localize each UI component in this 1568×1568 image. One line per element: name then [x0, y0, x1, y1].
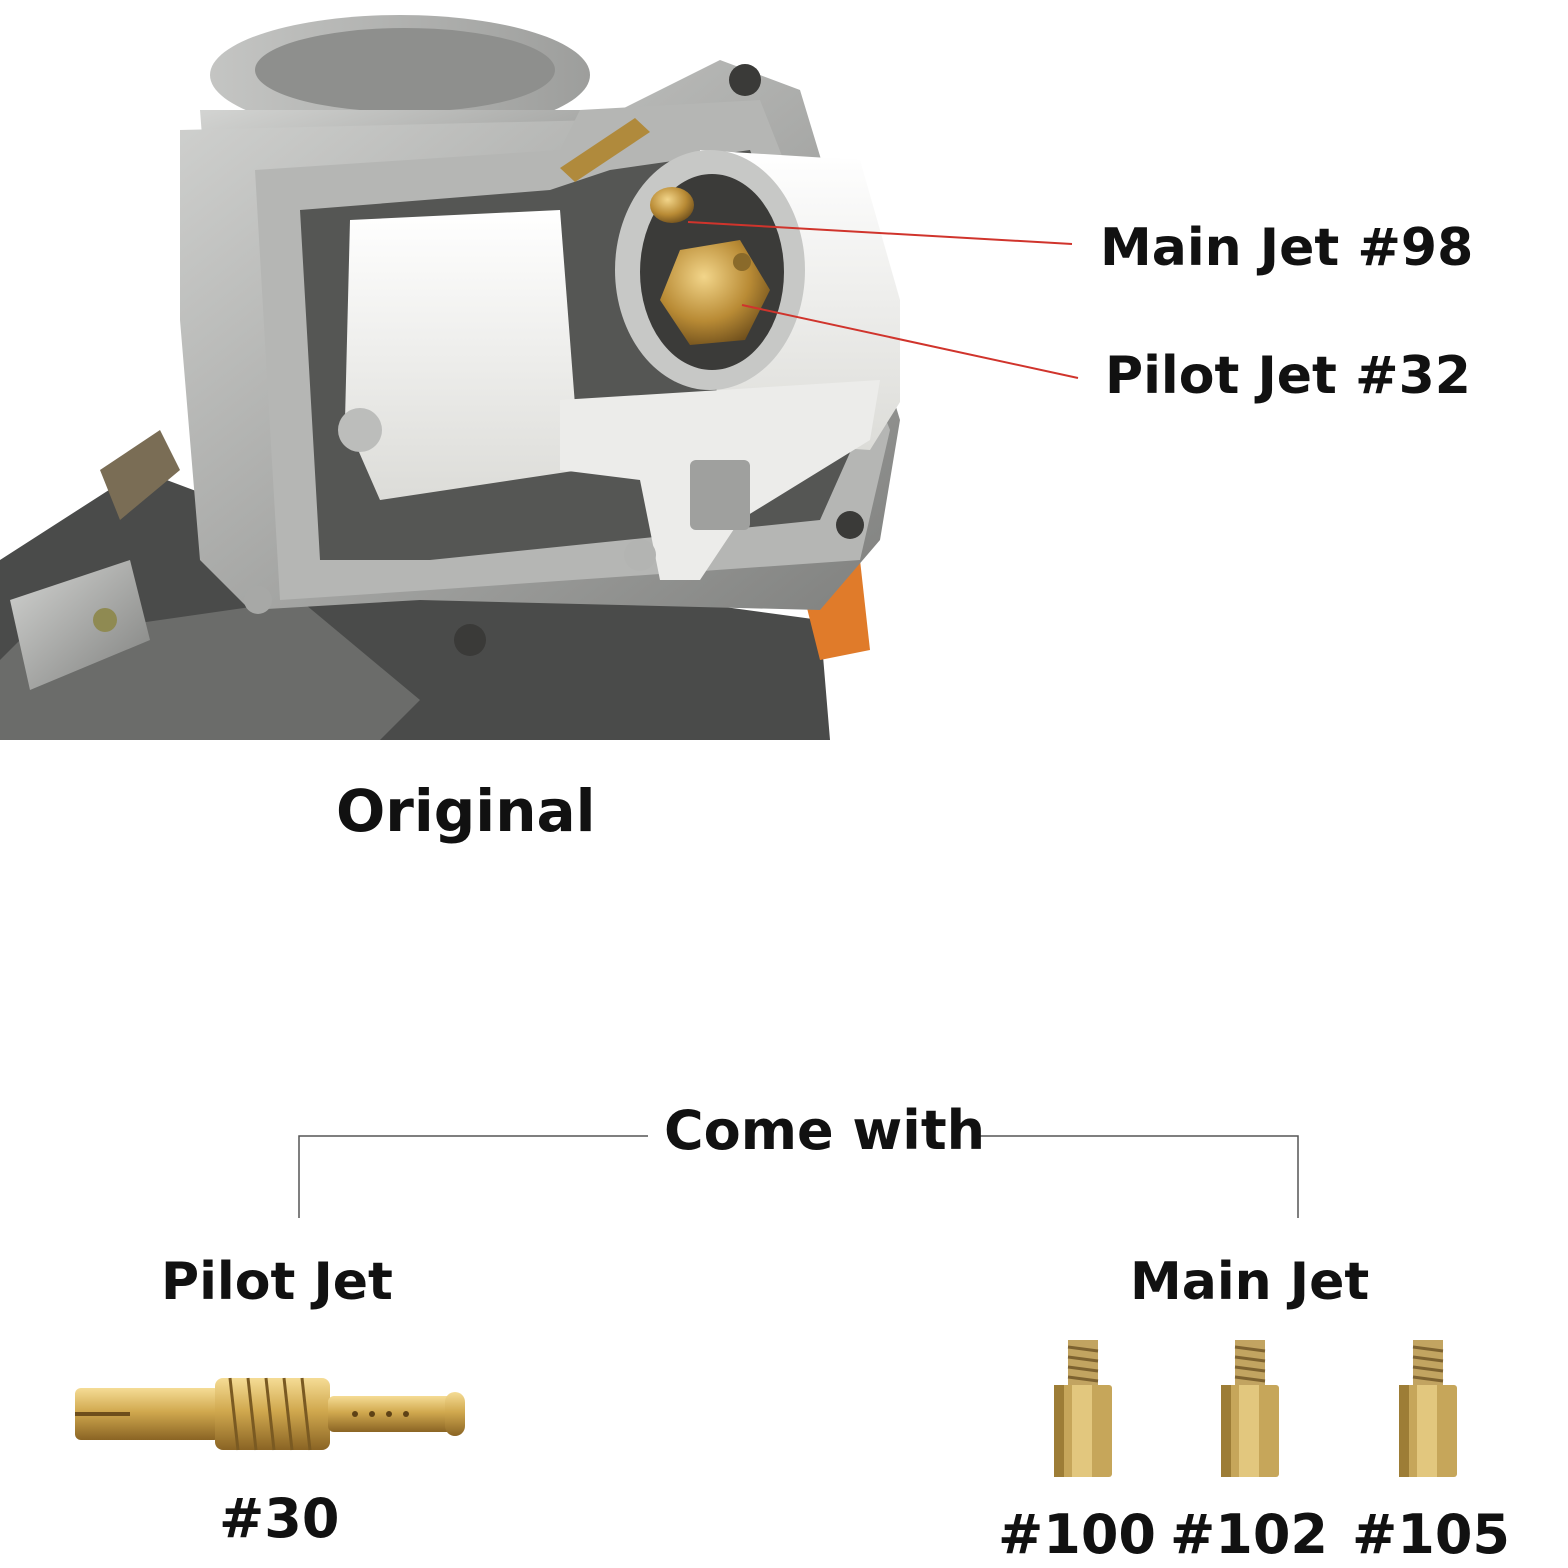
- come-with-bracket-right: [974, 1135, 1299, 1218]
- main-jet-size-100: #100: [998, 1503, 1156, 1566]
- main-jet-heading: Main Jet: [1130, 1252, 1370, 1312]
- pilot-jet-photo: [75, 1377, 465, 1451]
- main-jet-photo-102: [1221, 1340, 1279, 1477]
- main-jet-photo-100: [1054, 1340, 1112, 1477]
- main-jet-size-105: #105: [1352, 1503, 1510, 1566]
- main-jet-original-label: Main Jet #98: [1100, 218, 1474, 278]
- pilot-jet-size-30: #30: [219, 1487, 340, 1550]
- original-caption: Original: [336, 777, 596, 845]
- pilot-jet-heading: Pilot Jet: [161, 1252, 393, 1312]
- pilot-jet-original-label: Pilot Jet #32: [1105, 346, 1471, 406]
- carburetor-photo: [0, 15, 900, 740]
- come-with-bracket-left: [298, 1135, 648, 1218]
- come-with-title: Come with: [664, 1099, 986, 1162]
- main-jet-size-102: #102: [1170, 1503, 1328, 1566]
- main-jet-photo-105: [1399, 1340, 1457, 1477]
